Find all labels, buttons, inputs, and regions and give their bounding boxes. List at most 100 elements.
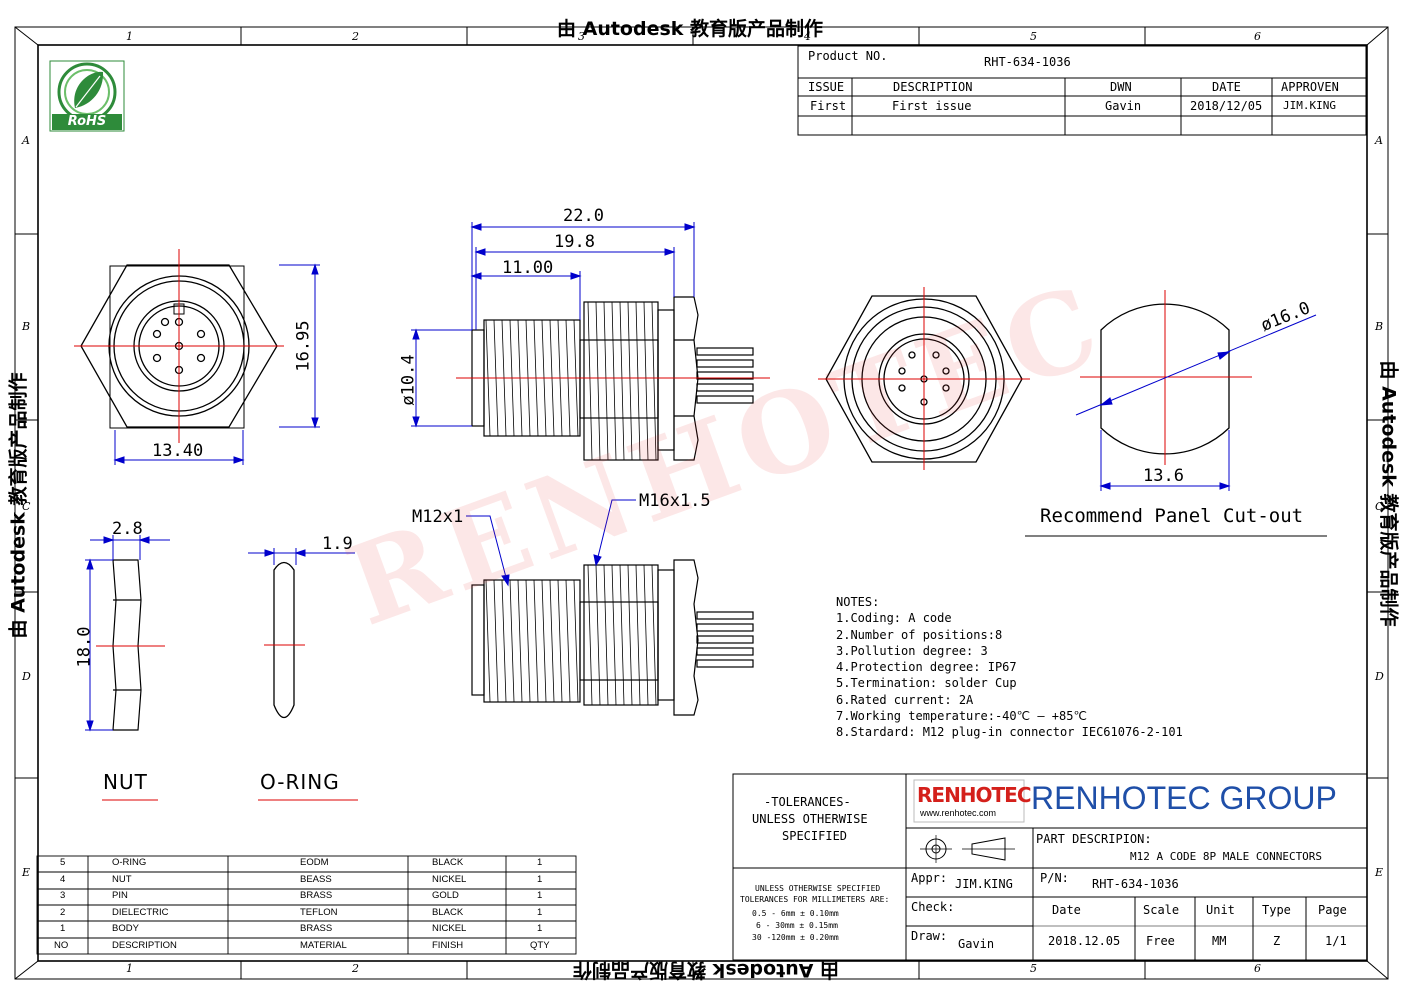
note-item: 4.Protection degree: IP67	[836, 660, 1017, 675]
zone-row-c-right: C	[1375, 500, 1384, 513]
draw-label: Draw:	[911, 929, 948, 943]
bom-row-4-desc: NUT	[112, 874, 132, 885]
tol-small-4: 6 - 30mm ± 0.15mm	[756, 921, 838, 930]
draw-value: Gavin	[958, 937, 995, 951]
bom-row-1-no: 1	[60, 923, 66, 934]
bom-row-3-finish: GOLD	[432, 890, 459, 901]
issue-header: ISSUE	[808, 80, 845, 94]
sheet-border	[14, 26, 1389, 980]
page-col-value: 1/1	[1325, 934, 1347, 948]
bom-row-1-material: BRASS	[300, 923, 333, 934]
note-item: 6.Rated current: 2A	[836, 692, 974, 707]
date-header: DATE	[1212, 80, 1241, 94]
pn-label: P/N:	[1040, 871, 1069, 885]
bom-row-4-qty: 1	[537, 874, 543, 885]
scale-col-header: Scale	[1143, 903, 1180, 917]
bom-row-2-finish: BLACK	[432, 907, 464, 918]
note-item: 1.Coding: A code	[836, 611, 952, 626]
dim-front-width: 13.40	[152, 441, 204, 461]
front-view-centerlines	[74, 249, 284, 443]
dwn-header: DWN	[1110, 80, 1132, 94]
watermark-right: 由 Autodesk 教育版产品制作	[1377, 360, 1400, 627]
rohs-label: RoHS	[67, 114, 107, 129]
date-value: 2018/12/05	[1190, 99, 1263, 113]
panel-cutout-dims	[1075, 314, 1317, 491]
tolerances-line2: UNLESS OTHERWISE	[752, 812, 868, 826]
oring-view	[273, 561, 295, 719]
bom-header-no: NO	[54, 940, 69, 951]
dwn-value: Gavin	[1105, 99, 1142, 113]
pn-value: RHT-634-1036	[1092, 877, 1179, 891]
rear-view-centerlines	[818, 287, 1030, 470]
nut-view	[112, 559, 142, 731]
dim-thread-length: 11.00	[502, 258, 554, 278]
page-col-header: Page	[1318, 903, 1347, 917]
type-col-value: Z	[1273, 934, 1281, 948]
label-oring: O-RING	[260, 770, 340, 794]
dim-front-height: 16.95	[293, 320, 314, 372]
tol-small-2: TOLERANCES FOR MILLIMETERS ARE:	[740, 895, 890, 904]
bom-header-desc: DESCRIPTION	[112, 940, 177, 951]
bom-row-5-qty: 1	[537, 857, 543, 868]
note-item: 8.Stardard: M12 plug-in connector IEC610…	[836, 725, 1183, 740]
approven-value: JIM.KING	[1283, 99, 1336, 112]
logo-text: RENHOTEC	[917, 783, 1032, 807]
dim-overall-length: 22.0	[563, 206, 604, 226]
date-col-header: Date	[1052, 903, 1081, 917]
zone-col-1-bottom: 1	[126, 962, 133, 975]
bom-header-finish: FINISH	[432, 940, 464, 951]
bom-row-5-desc: O-RING	[112, 857, 147, 868]
dim-oring-thickness: 1.9	[322, 534, 353, 554]
assembly-view-leaders	[466, 499, 636, 587]
check-label: Check:	[911, 900, 955, 914]
dim-body-length: 19.8	[554, 232, 595, 252]
tol-small-3: 0.5 - 6mm ± 0.10mm	[752, 909, 839, 918]
approven-header: APPROVEN	[1281, 80, 1339, 94]
bom-row-1-qty: 1	[537, 923, 543, 934]
zone-row-a-right: A	[1375, 134, 1383, 147]
bom-row-2-material: TEFLON	[300, 907, 338, 918]
appr-label: Appr:	[911, 871, 948, 885]
tol-small-5: 30 -120mm ± 0.20mm	[752, 933, 839, 942]
product-no-label: Product NO.	[808, 49, 888, 63]
oring-view-dims	[248, 548, 358, 801]
description-value: First issue	[892, 99, 972, 113]
zone-col-3-top: 3	[578, 30, 585, 43]
title-block-grid	[732, 773, 1368, 961]
dim-nut-thickness: 2.8	[112, 519, 143, 539]
notes-title: NOTES:	[836, 595, 880, 609]
product-no: RHT-634-1036	[984, 55, 1071, 69]
zone-col-6-bottom: 6	[1254, 962, 1261, 975]
nut-view-dims	[85, 535, 170, 801]
unit-col-value: MM	[1212, 934, 1227, 948]
dim-thread-dia: ø10.4	[398, 354, 419, 406]
tolerances-line3: SPECIFIED	[782, 829, 848, 843]
zone-row-a-left: A	[22, 134, 30, 147]
zone-col-6-top: 6	[1254, 30, 1261, 43]
part-desc: M12 A CODE 8P MALE CONNECTORS	[1130, 850, 1323, 863]
zone-col-2-bottom: 2	[352, 962, 359, 975]
bom-row-2-desc: DIELECTRIC	[112, 907, 169, 918]
tolerances-title: -TOLERANCES-	[764, 795, 851, 809]
dim-cutout-width: 13.6	[1143, 466, 1184, 486]
label-thread-m12: M12x1	[412, 507, 464, 527]
part-desc-label: PART DESCRIPION:	[1036, 832, 1152, 846]
bom-row-4-no: 4	[60, 874, 66, 885]
zone-col-5-bottom: 5	[1030, 962, 1037, 975]
bom-row-4-material: BEASS	[300, 874, 332, 885]
front-view-dims	[113, 263, 320, 465]
bom-row-5-no: 5	[60, 857, 66, 868]
logo-url: www.renhotec.com	[920, 808, 997, 818]
zone-row-e-right: E	[1375, 866, 1384, 879]
zone-row-c-left: C	[22, 500, 31, 513]
bom-row-1-finish: NICKEL	[432, 923, 467, 934]
bom-grid	[36, 855, 577, 955]
tol-small-1: UNLESS OTHERWISE SPECIFIED	[755, 884, 881, 893]
zone-row-d-right: D	[1375, 670, 1384, 683]
bom-row-2-no: 2	[60, 907, 66, 918]
header-table-grid	[797, 45, 1367, 136]
zone-row-b-right: B	[1375, 320, 1384, 333]
bom-header-qty: QTY	[530, 940, 550, 951]
label-panel-cutout: Recommend Panel Cut-out	[1040, 505, 1304, 527]
